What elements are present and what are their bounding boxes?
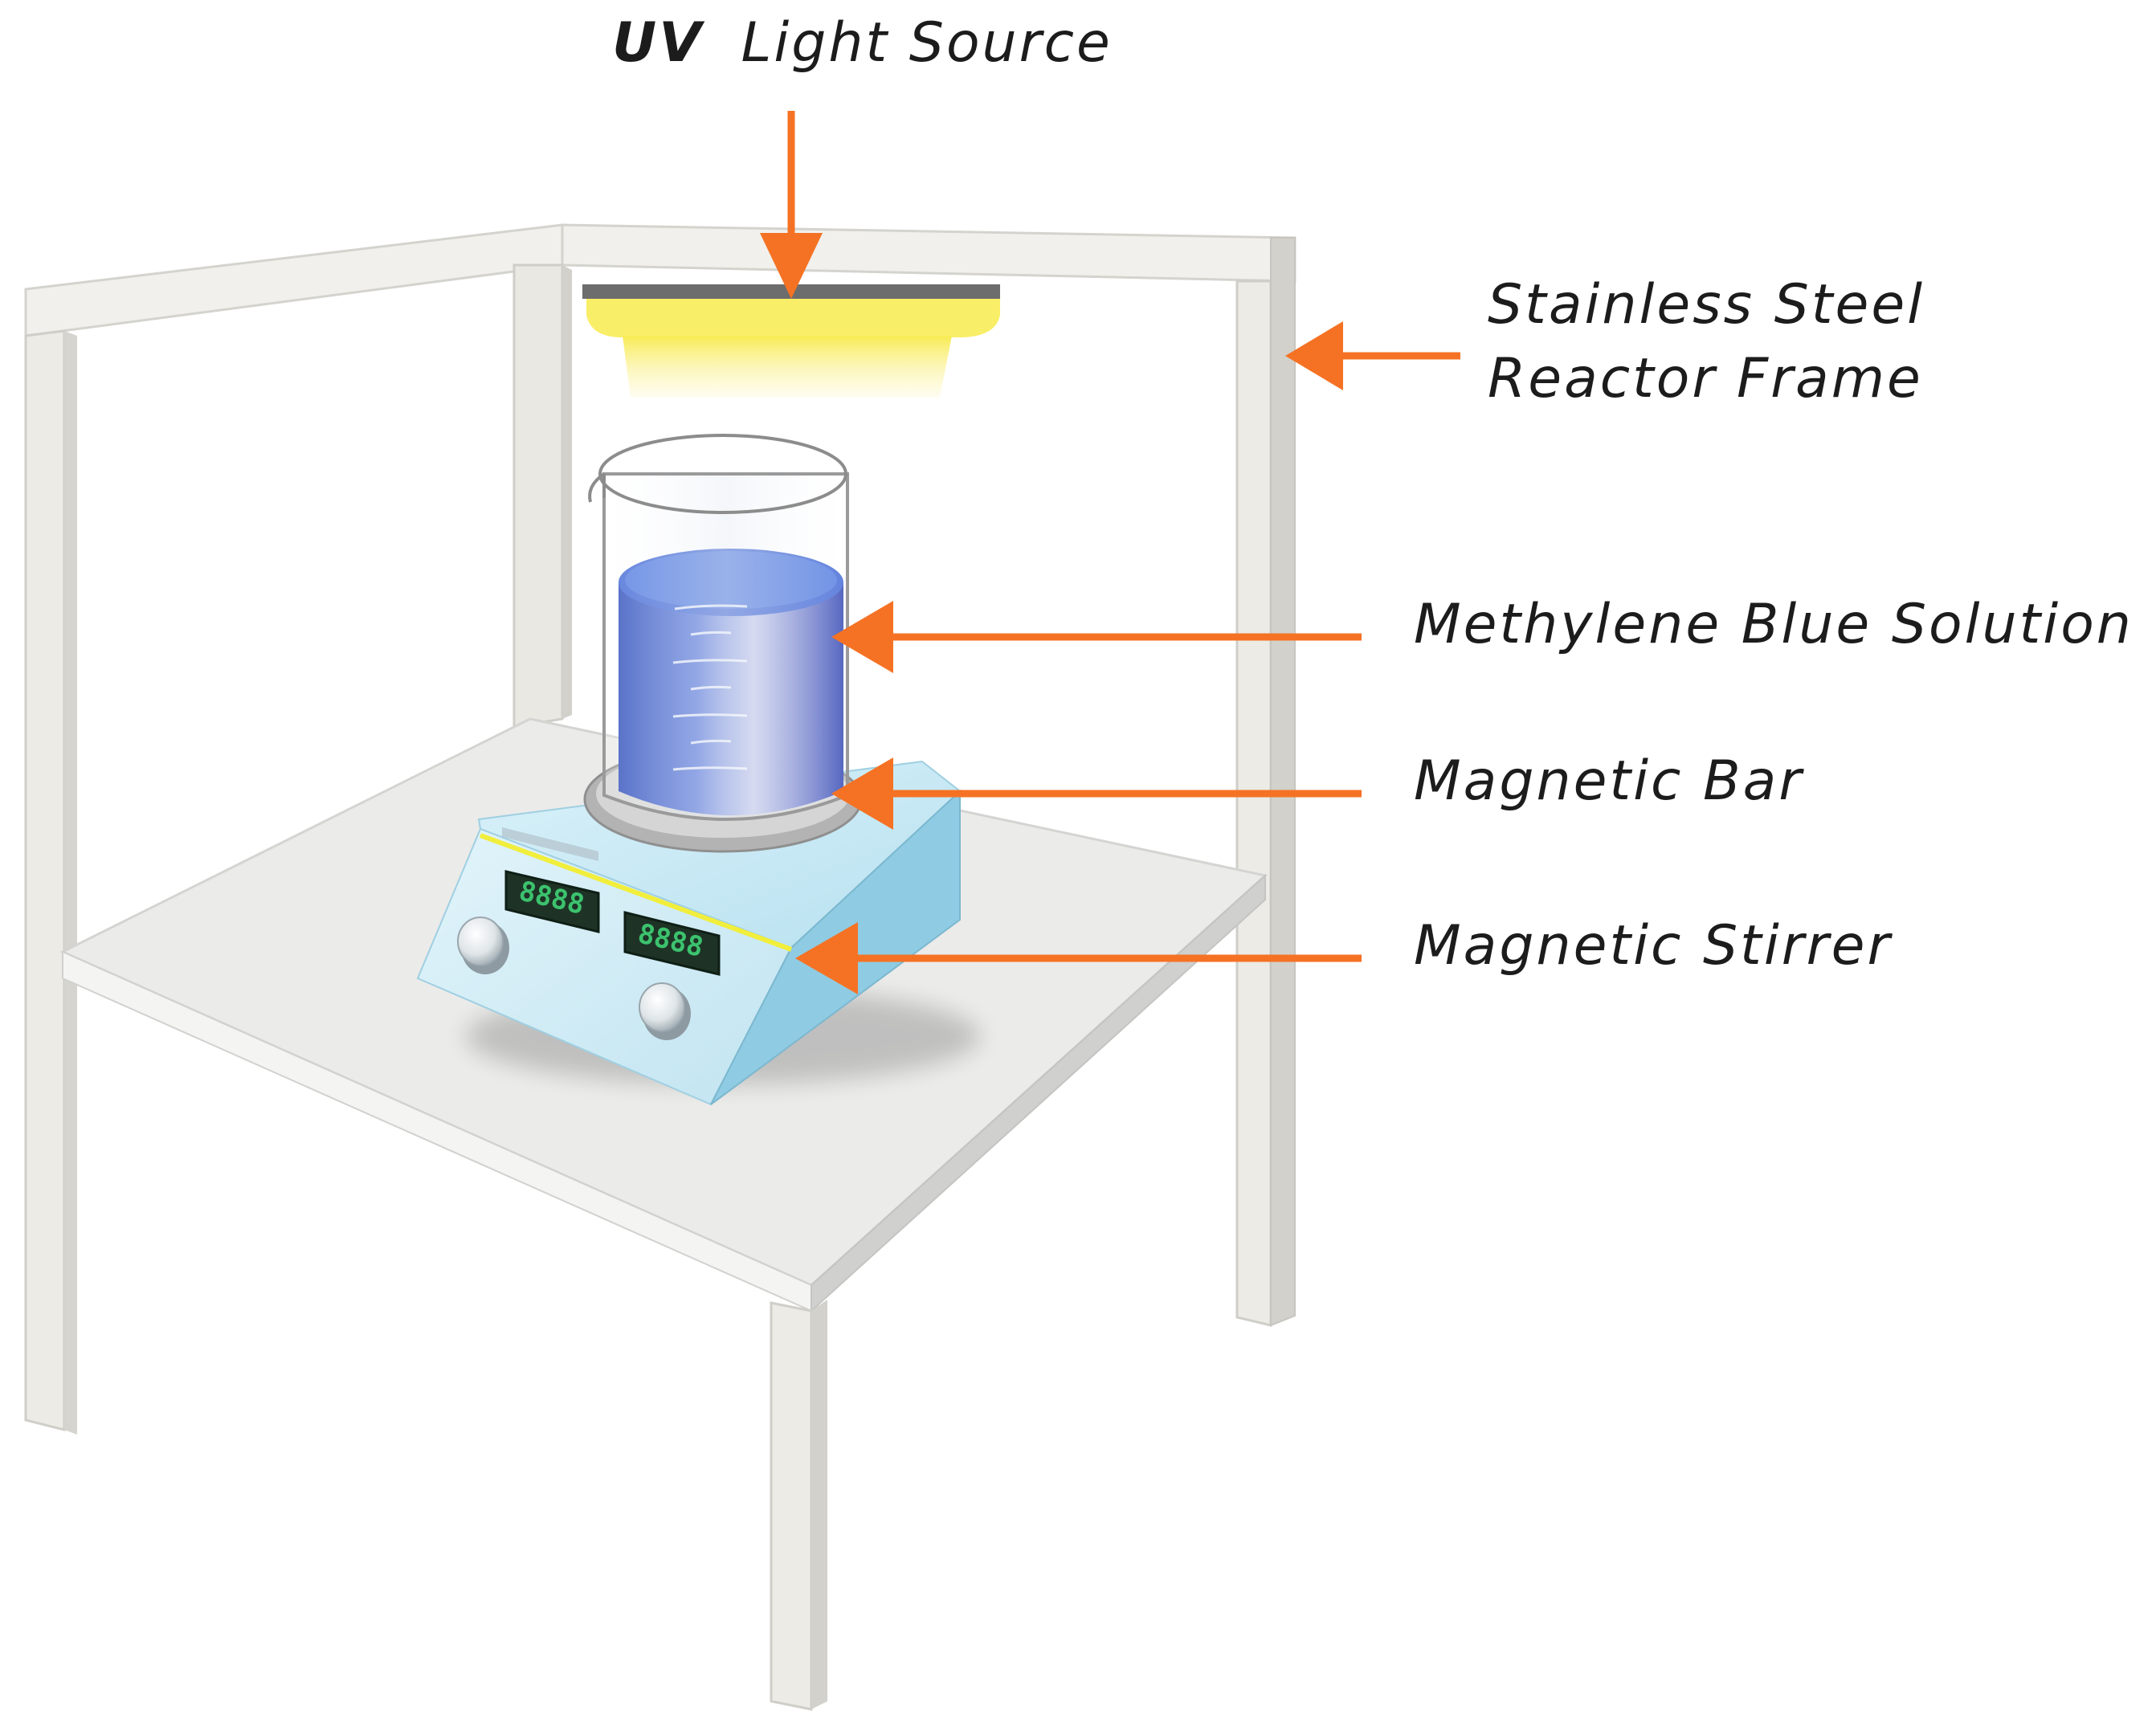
label-uv-rest: Light Source (741, 11, 1112, 75)
stirrer-display-right: 8888 (623, 911, 721, 976)
beaker (588, 434, 849, 821)
knob-icon[interactable] (639, 982, 691, 1040)
beaker-glass (602, 472, 849, 821)
arrow-icon (831, 757, 1362, 830)
label-uv-prefix: UV (612, 11, 705, 75)
frame-right-post (1235, 280, 1272, 1327)
arrow-icon (831, 601, 1362, 673)
label-methylene-blue-solution: Methylene Blue Solution (1414, 593, 2134, 656)
knob-icon[interactable] (457, 916, 509, 974)
stirrer-accent-line (479, 833, 793, 952)
svg-text:UV Light Source: UV Light Source (612, 11, 1113, 75)
arrow-icon (795, 922, 1362, 994)
arrow-icon (1285, 321, 1460, 390)
frame-top-bar-left (24, 223, 564, 337)
uv-glow (623, 336, 952, 398)
label-frame-line1: Stainless Steel (1488, 273, 1925, 337)
table-front-leg (770, 1301, 813, 1711)
label-frame-line2: Reactor Frame (1488, 347, 1923, 410)
frame-top-bar-right (561, 223, 1296, 283)
reactor-frame (24, 223, 1296, 1435)
label-magnetic-stirrer: Magnetic Stirrer (1414, 914, 1893, 978)
label-reactor-frame: Stainless Steel Reactor Frame (1488, 273, 1925, 410)
arrow-icon (760, 111, 823, 299)
frame-left-post (24, 329, 66, 1431)
label-uv-light-source: UV Light Source (612, 11, 1113, 75)
table-edge-right (811, 873, 1266, 1313)
frame-back-post (512, 263, 564, 729)
uv-lamp (582, 284, 1000, 398)
label-magnetic-bar: Magnetic Bar (1414, 749, 1804, 813)
